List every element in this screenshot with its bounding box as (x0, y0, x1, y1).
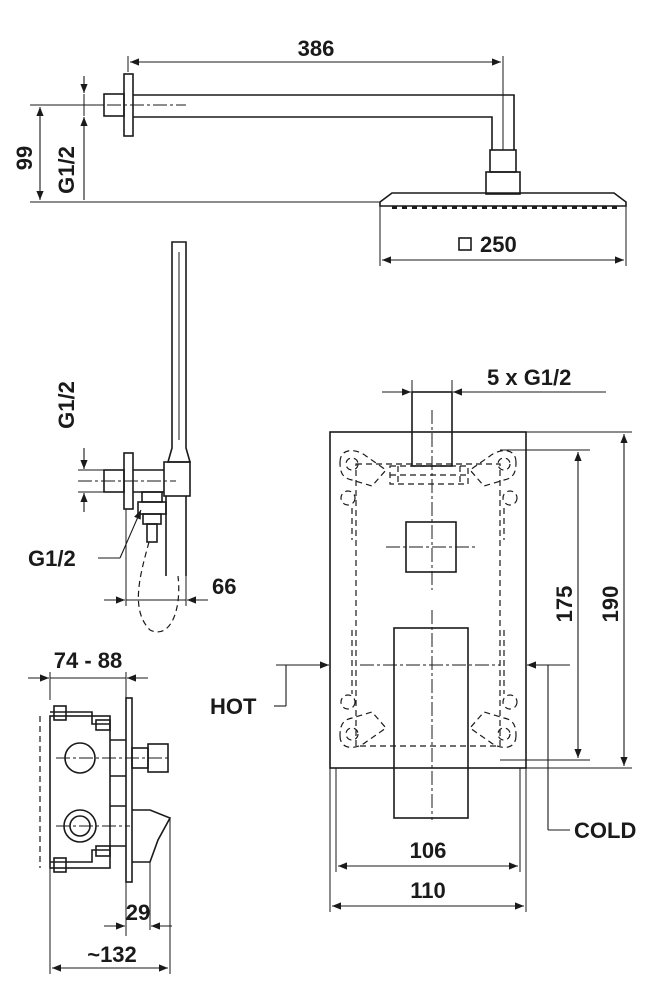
arm-length-label: 386 (298, 36, 335, 61)
shower-hose (137, 541, 180, 633)
arm-neck (489, 149, 517, 173)
cold-label: COLD (574, 818, 636, 843)
shower-arm-view: 386 99 G1/2 250 (12, 36, 627, 266)
mounting-box-outline (355, 463, 501, 747)
box-depth-label: 74 - 88 (54, 648, 123, 673)
shower-head (379, 192, 627, 207)
head-size-label: 250 (480, 232, 517, 257)
wall-plate (329, 431, 527, 769)
shower-holder (163, 461, 191, 497)
mounting-ears (339, 450, 518, 748)
mixer-lever-front (393, 627, 469, 819)
shower-head-nozzles (392, 206, 617, 209)
mixer-front-view: 5 x G1/2 HOT COLD 175 190 106 110 (210, 365, 636, 912)
hose-thread-label: G1/2 (28, 546, 76, 571)
cover-plate (125, 697, 133, 883)
inner-width-label: 106 (410, 838, 447, 863)
holder-depth-label: 66 (212, 574, 236, 599)
mixer-side-view: 74 - 88 29 ~13 (28, 648, 172, 974)
head-height-label: 99 (12, 146, 37, 170)
shower-arm (133, 94, 515, 150)
plate-depth-label: 29 (126, 900, 150, 925)
mounting-box (49, 715, 111, 869)
inner-height-label: 175 (552, 586, 577, 623)
outer-height-label: 190 (598, 586, 623, 623)
square-symbol-icon (458, 237, 472, 251)
outlets-label: 5 x G1/2 (487, 365, 571, 390)
hand-shower-view: G1/2 G1/2 66 (28, 241, 236, 633)
total-depth-label: ~132 (87, 942, 137, 967)
hand-thread-label: G1/2 (54, 381, 79, 429)
outlet-nut (147, 743, 169, 773)
hot-label: HOT (210, 694, 257, 719)
arm-thread-label: G1/2 (54, 146, 79, 194)
outer-width-label: 110 (410, 878, 446, 903)
mixer-lever (132, 809, 172, 863)
